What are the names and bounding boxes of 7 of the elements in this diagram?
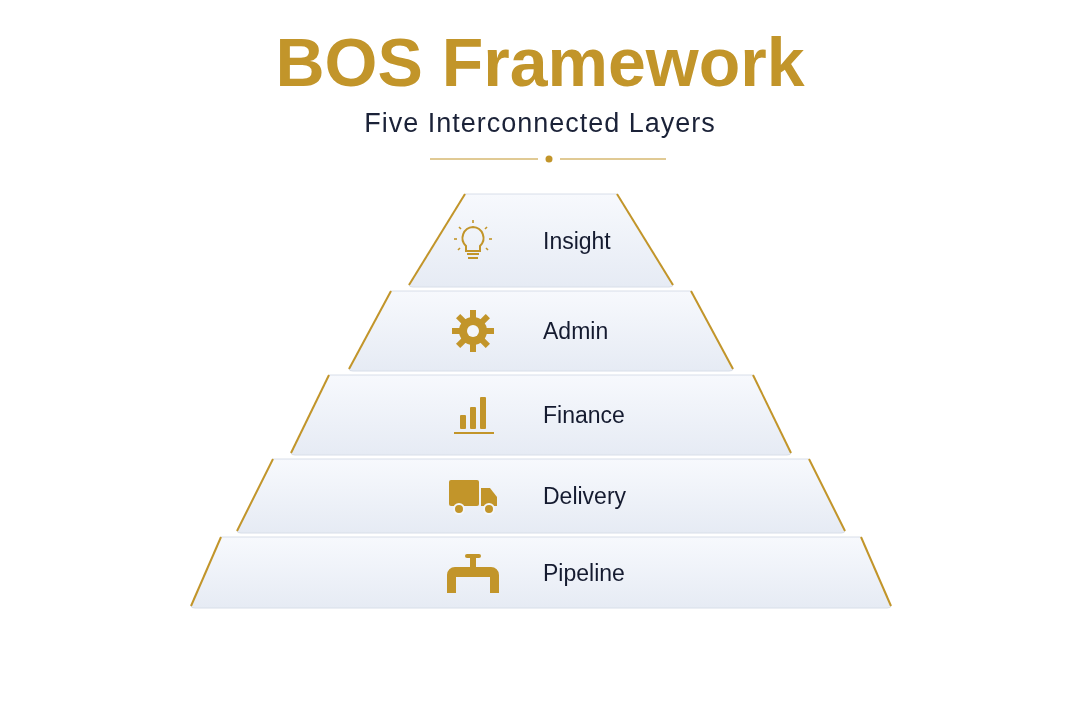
layer-label: Insight — [543, 226, 611, 255]
layer-label: Delivery — [543, 482, 627, 510]
layer-label: Pipeline — [543, 558, 625, 587]
layer-label: Admin — [543, 317, 609, 345]
subtitle: Five Interconnected Layers — [364, 107, 716, 140]
title: BOS Framework — [275, 23, 805, 102]
layer-label: Finance — [543, 401, 625, 429]
